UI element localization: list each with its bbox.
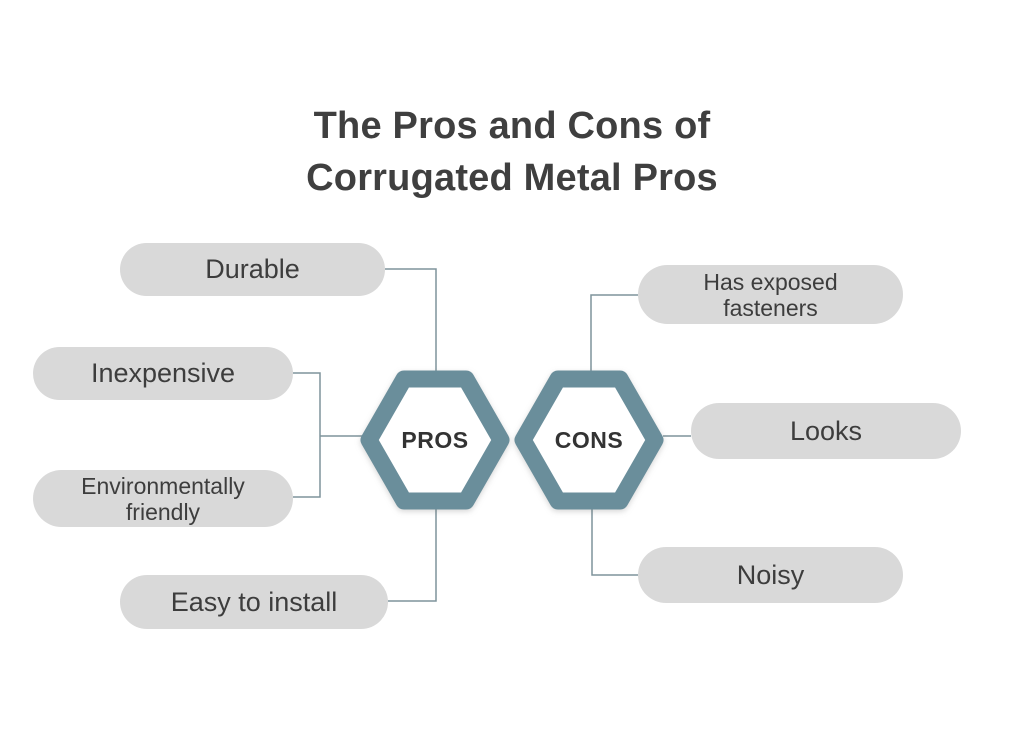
cons-hexagon-label: CONS bbox=[554, 426, 624, 453]
cons-item-exposed-fasteners: Has exposed fasteners bbox=[638, 265, 903, 324]
pros-item-durable: Durable bbox=[120, 243, 385, 296]
page-title: The Pros and Cons of Corrugated Metal Pr… bbox=[0, 100, 1024, 204]
title-line-2: Corrugated Metal Pros bbox=[306, 157, 718, 199]
pros-item-environmentally-friendly: Environmentally friendly bbox=[33, 470, 293, 527]
title-line-1: The Pros and Cons of bbox=[313, 105, 711, 147]
cons-hexagon-icon bbox=[514, 370, 664, 510]
connector-noisy-cons bbox=[591, 503, 638, 576]
cons-item-noisy: Noisy bbox=[638, 547, 903, 603]
pros-hexagon-label: PROS bbox=[401, 426, 469, 453]
cons-item-looks: Looks bbox=[691, 403, 961, 459]
pros-item-easy-to-install: Easy to install bbox=[120, 575, 388, 629]
connector-durable-pros bbox=[385, 268, 437, 376]
connector-fasteners-cons bbox=[590, 294, 638, 376]
pros-hexagon: PROS bbox=[358, 368, 512, 512]
pros-hexagon-icon bbox=[360, 370, 510, 510]
connector-inexpensive-env-branch bbox=[293, 372, 321, 498]
connector-easy-pros bbox=[388, 503, 437, 602]
cons-hexagon: CONS bbox=[512, 368, 666, 512]
pros-item-inexpensive: Inexpensive bbox=[33, 347, 293, 400]
